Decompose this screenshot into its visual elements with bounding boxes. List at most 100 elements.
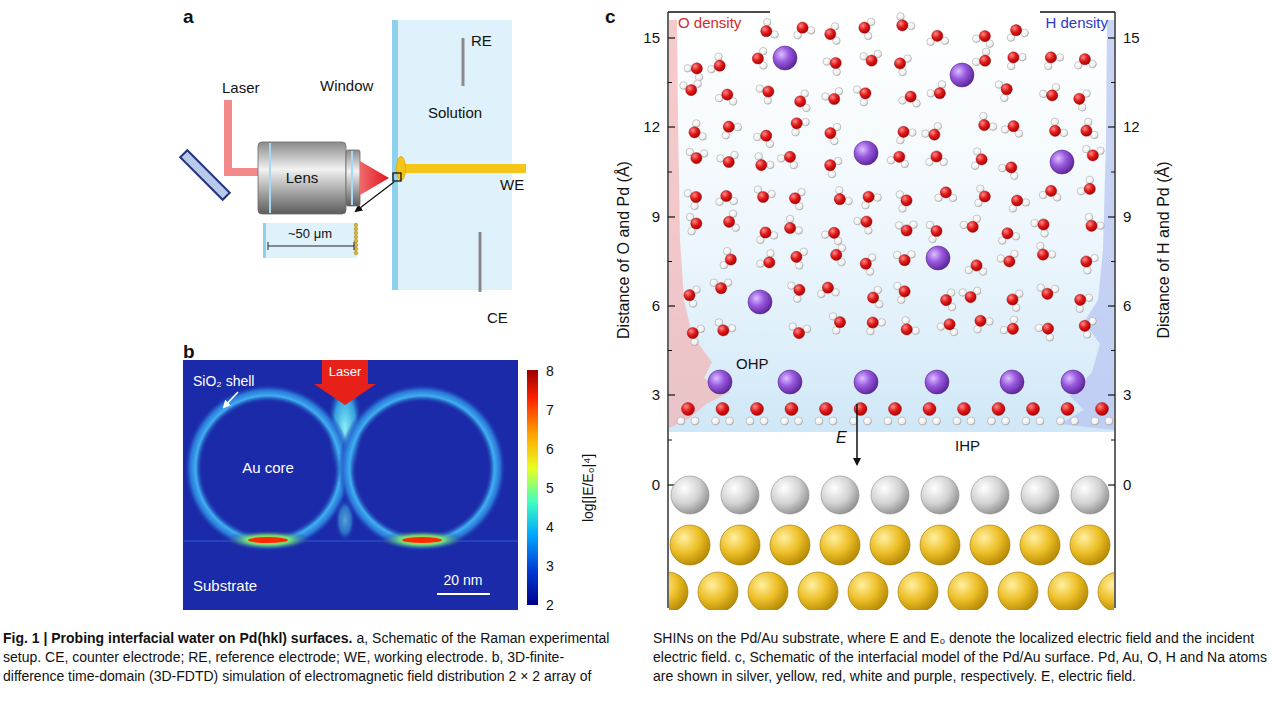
metal-slab (921, 476, 959, 514)
hot-spot (402, 537, 442, 543)
solution-cell (398, 20, 512, 290)
water-molecule (1037, 242, 1056, 260)
metal-slab (970, 525, 1010, 565)
water-molecule (898, 126, 909, 137)
water-molecule (725, 254, 736, 265)
water-molecule (690, 191, 701, 202)
water-molecule (834, 317, 845, 328)
water-molecule (684, 65, 692, 73)
water-molecule (825, 28, 836, 39)
water-molecule (784, 151, 795, 162)
metal-slab (871, 476, 909, 514)
water-molecule (907, 22, 915, 30)
water-molecule (1087, 150, 1098, 161)
water-molecule (1040, 90, 1048, 98)
water-molecule (997, 255, 1005, 263)
water-molecule (825, 123, 841, 145)
water-molecule (940, 187, 951, 198)
axis-tick (668, 172, 672, 173)
water-molecule (1079, 317, 1096, 338)
water-molecule (980, 112, 988, 120)
h-density-curve (1060, 20, 1114, 430)
metal-slab (698, 572, 738, 610)
water-molecule (695, 73, 703, 81)
metal-slab (854, 403, 867, 416)
metal-slab (1036, 417, 1044, 425)
metal-slab (898, 417, 906, 425)
water-molecule (1079, 104, 1087, 112)
water-molecule (899, 286, 910, 297)
figure-caption: Fig. 1 | Probing interfacial water on Pd… (3, 629, 1269, 686)
hot-spot (224, 530, 312, 550)
color-bar (527, 370, 538, 605)
water-molecule (937, 323, 945, 331)
water-molecule (795, 96, 806, 107)
water-molecule (896, 191, 912, 213)
axis-title: Distance of O and Pd (Å) (615, 161, 633, 339)
window-pane (392, 20, 398, 290)
metal-slab (1061, 403, 1074, 416)
sodium-ion (854, 370, 878, 394)
water-molecule (794, 284, 805, 295)
right-axis (1114, 12, 1115, 608)
water-molecule (825, 23, 841, 45)
field-ground (183, 360, 518, 610)
metal-slab (1057, 417, 1065, 425)
water-molecule (975, 315, 986, 326)
axis-tick (668, 126, 675, 127)
water-molecule (752, 47, 767, 69)
water-molecule (756, 85, 774, 104)
water-molecule (770, 232, 778, 240)
metal-slab (716, 403, 729, 416)
water-molecule (1000, 326, 1008, 334)
water-molecule (909, 129, 917, 137)
water-molecule (791, 118, 802, 129)
fdtd-map (183, 360, 518, 610)
water-molecule (860, 258, 871, 269)
lens-body: Lens (262, 150, 342, 206)
panel-letter: a (183, 6, 194, 28)
part-label: Substrate (193, 577, 257, 594)
water-molecule (795, 227, 803, 235)
tick-label: 6 (1123, 297, 1131, 314)
water-molecule (723, 156, 734, 167)
water-molecule (922, 130, 930, 138)
water-molecule (1007, 323, 1018, 334)
water-molecule (1075, 294, 1093, 313)
water-molecule (934, 88, 945, 99)
water-molecule (1074, 93, 1085, 104)
axis-tick (1111, 172, 1115, 173)
figure-title: Fig. 1 | Probing interfacial water on Pd… (3, 630, 352, 646)
water-molecule (853, 86, 871, 106)
water-molecule (758, 191, 769, 202)
water-molecule (777, 155, 785, 163)
electrode-edge (354, 251, 358, 255)
water-molecule (867, 317, 878, 328)
water-molecule (829, 227, 840, 238)
axis-tick (1111, 82, 1115, 83)
metal-slab (746, 417, 754, 425)
water-molecule (1031, 219, 1039, 227)
tick-label: 3 (546, 558, 554, 574)
axis-tick (668, 394, 675, 395)
metal-slab (820, 403, 833, 416)
water-molecule (1045, 62, 1053, 70)
metal-slab (669, 572, 688, 610)
beam-label: Laser (222, 79, 260, 96)
water-molecule (995, 81, 1012, 102)
water-molecule (901, 225, 912, 236)
water-molecule (768, 190, 776, 198)
water-molecule (1074, 90, 1091, 111)
water-molecule (829, 93, 840, 104)
metal-slab (889, 403, 902, 416)
electrode-label: RE (471, 32, 492, 49)
water-molecule (860, 50, 882, 66)
water-molecule (785, 215, 803, 234)
water-molecule (828, 170, 836, 178)
water-molecule (684, 286, 700, 308)
water-molecule (972, 48, 990, 66)
water-molecule (894, 151, 905, 162)
metal-slab (820, 525, 860, 565)
water-molecule (874, 194, 882, 202)
water-molecule (720, 247, 736, 269)
